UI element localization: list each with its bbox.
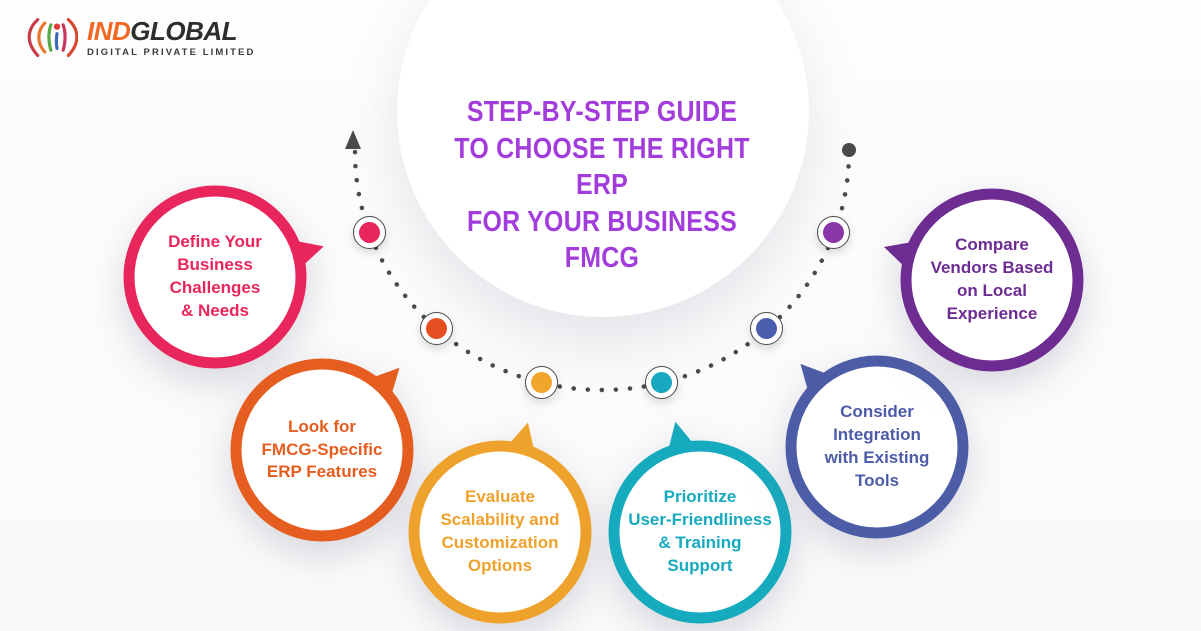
step-label-6: Compare Vendors Based on Local Experienc… bbox=[930, 235, 1054, 323]
step-label-4: Prioritize User-Friendliness & Training … bbox=[628, 487, 772, 575]
step-circle-1: Define Your Business Challenges & Needs bbox=[100, 162, 330, 392]
step-circle-5-ring bbox=[785, 355, 969, 539]
waypoint-dot-3-fill bbox=[531, 372, 552, 393]
infographic-title: STEP-BY-STEP GUIDE TO CHOOSE THE RIGHT E… bbox=[454, 96, 750, 275]
step-circle-1-ring bbox=[123, 185, 324, 369]
step-circle-2-ring bbox=[230, 358, 414, 542]
waypoint-dot-2-fill bbox=[426, 318, 447, 339]
step-label-3: Evaluate Scalability and Customization O… bbox=[440, 487, 560, 575]
waypoint-dot-4 bbox=[645, 366, 678, 399]
logo-name: INDGLOBAL bbox=[87, 18, 255, 44]
waypoint-dot-2 bbox=[420, 312, 453, 345]
step-circle-4: Prioritize User-Friendliness & Training … bbox=[585, 417, 815, 631]
waypoint-dot-1 bbox=[353, 216, 386, 249]
step-circle-5: Consider Integration with Existing Tools bbox=[762, 332, 992, 562]
step-circle-2: Look for FMCG-Specific ERP Features bbox=[207, 335, 437, 565]
step-label-2: Look for FMCG-Specific ERP Features bbox=[261, 416, 383, 482]
waypoint-dot-1-fill bbox=[359, 222, 380, 243]
step-circle-3: Evaluate Scalability and Customization O… bbox=[385, 417, 615, 631]
step-label-5: Consider Integration with Existing Tools bbox=[824, 402, 930, 490]
title-background-circle bbox=[397, 0, 809, 317]
logo-name-ind: IND bbox=[87, 16, 131, 46]
waypoint-dot-5-fill bbox=[756, 318, 777, 339]
waypoint-dot-6-fill bbox=[823, 222, 844, 243]
logo-text: INDGLOBAL DIGITAL PRIVATE LIMITED bbox=[87, 18, 255, 58]
arrow-icon bbox=[345, 130, 361, 149]
logo-subtitle: DIGITAL PRIVATE LIMITED bbox=[87, 47, 256, 58]
logo-globe-icon bbox=[27, 18, 78, 58]
waypoint-dot-3 bbox=[525, 366, 558, 399]
step-circle-6: Compare Vendors Based on Local Experienc… bbox=[877, 165, 1107, 395]
waypoint-dot-4-fill bbox=[651, 372, 672, 393]
waypoint-dot-6 bbox=[817, 216, 850, 249]
step-label-1: Define Your Business Challenges & Needs bbox=[168, 232, 262, 320]
dotted-arc bbox=[352, 149, 852, 393]
start-dot bbox=[842, 143, 856, 157]
logo: INDGLOBAL DIGITAL PRIVATE LIMITED bbox=[22, 14, 255, 62]
step-circle-4-ring bbox=[608, 421, 792, 624]
step-circle-3-ring bbox=[408, 422, 592, 624]
waypoint-dot-5 bbox=[750, 312, 783, 345]
logo-name-global: GLOBAL bbox=[130, 16, 238, 46]
step-circle-6-ring bbox=[884, 188, 1084, 372]
